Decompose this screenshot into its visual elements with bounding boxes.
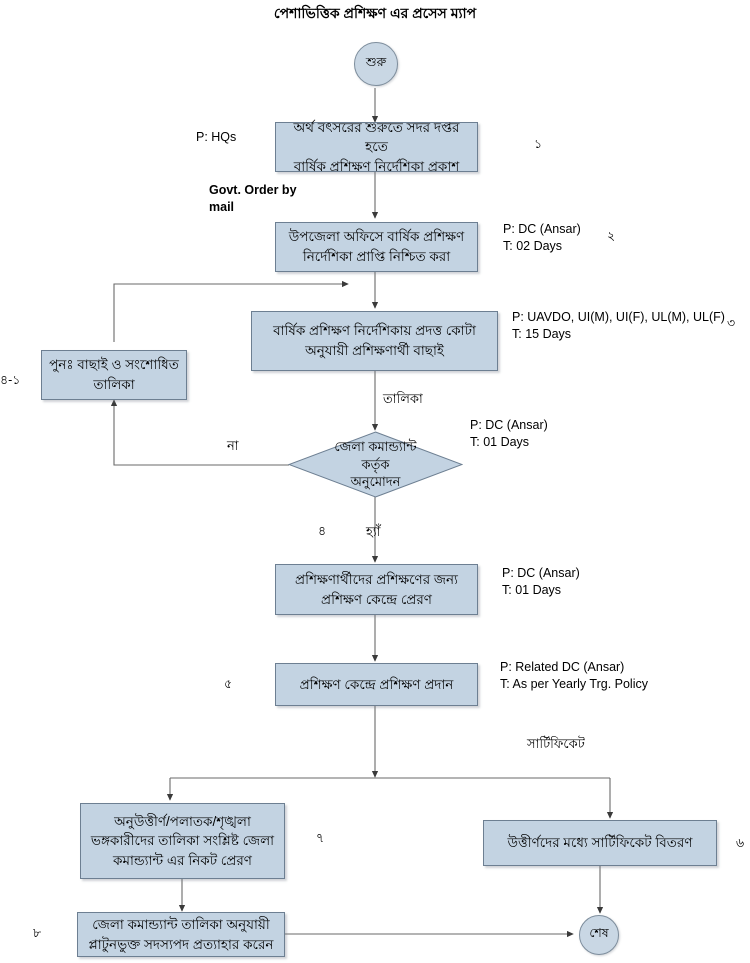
node-end[interactable]: শেষ (579, 915, 619, 955)
step-number-3: ৩ (727, 316, 736, 330)
node-send-fail-list-to-district-commandant[interactable]: অনুউত্তীর্ণ/পলাতক/শৃঙ্খলা ভঙ্গকারীদের তা… (80, 803, 285, 879)
node-n5-line1: প্রশিক্ষণার্থীদের প্রশিক্ষণের জন্য (295, 571, 458, 587)
step-number-8: ৮ (33, 926, 42, 940)
step-number-4: ৪ (318, 524, 327, 538)
node-start-label: শুরু (365, 55, 387, 69)
node-n7-line2: ভঙ্গকারীদের তালিকা সংশ্লিষ্ট জেলা (90, 833, 275, 849)
step-number-1: ১ (534, 137, 543, 151)
edge-label-yes: হ্যাঁ (366, 524, 381, 539)
node-withdraw-platoon-membership[interactable]: জেলা কমান্ড্যান্ট তালিকা অনুযায়ী প্লাটু… (77, 912, 285, 957)
connector-n4-1-to-n3 (113, 280, 349, 342)
node-n4-1-line2: তালিকা (93, 377, 135, 392)
node-n9-line2: প্লাটুনভুক্ত সদস্যপদ প্রত্যাহার করেন (88, 936, 274, 952)
node-n3-line2: অনুযায়ী প্রশিক্ষণার্থী বাছাই (305, 343, 444, 358)
step-number-6: ৬ (736, 836, 745, 850)
node-n4-1-line1: পুনঃ বাছাই ও সংশোধিত (49, 357, 179, 373)
annotation-hqs: P: HQs (196, 130, 237, 144)
node-reselection-revised-list[interactable]: পুনঃ বাছাই ও সংশোধিত তালিকা (41, 350, 187, 400)
annotation-uavdo-15-days: P: UAVDO, UI(M), UI(F), UL(M), UL(F) T: … (512, 310, 725, 341)
node-n9-line1: জেলা কমান্ড্যান্ট তালিকা অনুযায়ী (92, 916, 270, 932)
node-distribute-certificates[interactable]: উত্তীর্ণদের মধ্যে সার্টিফিকেট বিতরণ (483, 820, 717, 866)
node-send-trainees-to-center[interactable]: প্রশিক্ষণার্থীদের প্রশিক্ষণের জন্য প্রশি… (275, 564, 478, 615)
decision-shape (288, 431, 463, 498)
node-n1-line1: অর্থ বৎসরের শুরুতে সদর দপ্তর হতে (293, 119, 460, 155)
node-select-trainees-by-quota[interactable]: বার্ষিক প্রশিক্ষণ নির্দেশিকায় প্রদত্ত ক… (251, 311, 498, 371)
step-number-4-1: ৪-১ (0, 373, 21, 387)
node-decision-district-commandant-approval[interactable]: জেলা কমান্ড্যান্ট কর্তৃক অনুমোদন (288, 431, 463, 498)
connector-decision-no-to-n4-1 (110, 399, 289, 466)
edge-label-certificate: সার্টিফিকেট (527, 736, 585, 751)
step-number-2: ২ (607, 229, 616, 243)
step-number-7: ৭ (316, 831, 325, 845)
node-start[interactable]: শুরু (354, 42, 398, 86)
node-n3-line1: বার্ষিক প্রশিক্ষণ নির্দেশিকায় প্রদত্ত ক… (273, 323, 476, 339)
node-n7-line1: অনুউত্তীর্ণ/পলাতক/শৃঙ্খলা (114, 813, 251, 829)
node-confirm-receipt-upazila[interactable]: উপজেলা অফিসে বার্ষিক প্রশিক্ষণ নির্দেশিক… (275, 222, 478, 272)
node-conduct-training[interactable]: প্রশিক্ষণ কেন্দ্রে প্রশিক্ষণ প্রদান (275, 663, 478, 706)
annotation-dc-ansar-01-days-decision: P: DC (Ansar) T: 01 Days (470, 418, 548, 449)
node-end-label: শেষ (589, 926, 609, 940)
node-n2-line1: উপজেলা অফিসে বার্ষিক প্রশিক্ষণ (288, 229, 465, 245)
edge-label-list: তালিকা (383, 391, 423, 406)
annotation-dc-ansar-01-days-send: P: DC (Ansar) T: 01 Days (502, 566, 580, 597)
node-n2-line2: নির্দেশিকা প্রাপ্তি নিশ্চিত করা (302, 249, 451, 264)
edge-label-no: না (227, 438, 239, 453)
node-publish-annual-training-guideline[interactable]: অর্থ বৎসরের শুরুতে সদর দপ্তর হতে বার্ষিক… (275, 120, 478, 174)
page-title: পেশাভিত্তিক প্রশিক্ষণ এর প্রসেস ম্যাপ (273, 5, 477, 21)
annotation-dc-ansar-02-days: P: DC (Ansar) T: 02 Days (503, 222, 581, 253)
node-n5-line2: প্রশিক্ষণ কেন্দ্রে প্রেরণ (321, 591, 432, 607)
node-n7-line3: কমান্ড্যান্ট এর নিকট প্রেরণ (113, 852, 252, 868)
node-n1-line2: বার্ষিক প্রশিক্ষণ নির্দেশিকা প্রকাশ (293, 158, 460, 174)
node-n8-line1: উত্তীর্ণদের মধ্যে সার্টিফিকেট বিতরণ (507, 835, 693, 851)
node-n6-line1: প্রশিক্ষণ কেন্দ্রে প্রশিক্ষণ প্রদান (299, 676, 454, 692)
annotation-govt-order-by-mail: Govt. Order by mail (209, 183, 297, 214)
step-number-5: ৫ (224, 677, 233, 691)
annotation-related-dc-yearly-policy: P: Related DC (Ansar) T: As per Yearly T… (500, 660, 648, 691)
